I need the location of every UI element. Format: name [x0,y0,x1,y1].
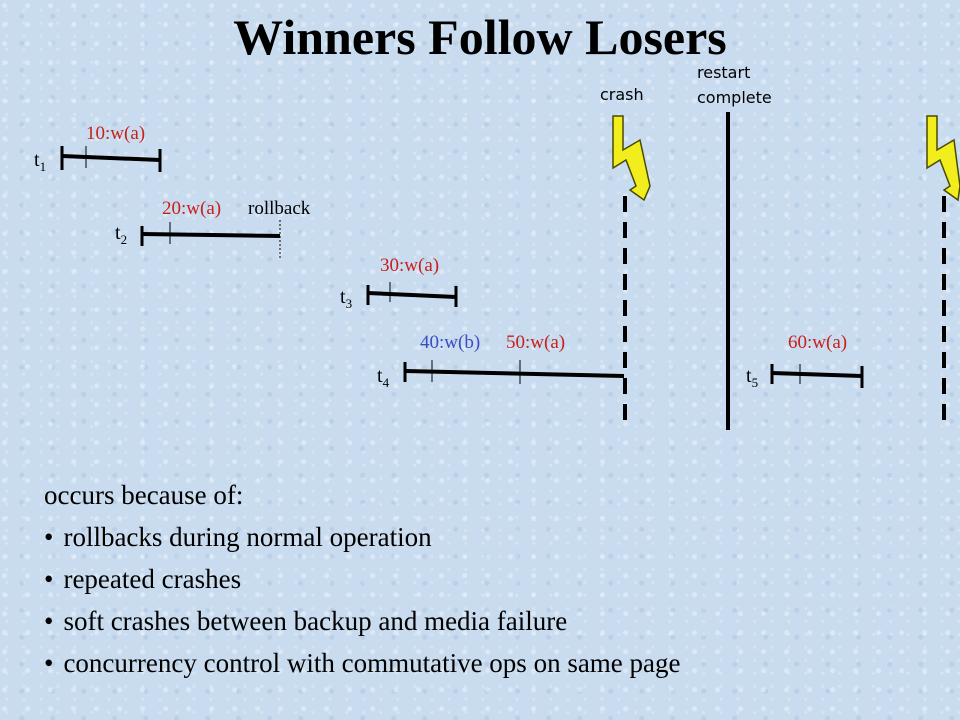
list-item: soft crashes between backup and media fa… [44,600,681,642]
rollback-label: rollback [248,198,311,219]
op-label-50: 50:w(a) [506,332,566,353]
transaction-label-t5: t5 [746,365,759,390]
transaction-t4-line [403,360,625,384]
list-item: rollbacks during normal operation [44,516,681,558]
crash-label: crash [600,85,644,104]
list-item: repeated crashes [44,558,681,600]
transaction-t3-line [366,282,458,307]
transaction-label-t2: t2 [115,222,128,247]
list-item: concurrency control with commutative ops… [44,642,680,684]
op-label-30: 30:w(a) [380,255,440,276]
complete-label: complete [697,88,772,107]
transaction-label-t4: t4 [377,365,390,390]
transaction-t5-line [770,364,864,388]
intro-text: occurs because of: [44,480,244,510]
slide-title: Winners Follow Losers [233,9,727,65]
transaction-t1-line [60,146,162,172]
restart-label: restart [697,63,751,82]
lightning-bolt-icon [926,115,960,202]
transaction-label-t3: t3 [340,286,353,311]
transaction-t2-line [140,220,281,258]
transaction-label-t1: t1 [34,149,47,174]
explanation-text: occurs because of: rollbacks during norm… [44,474,681,684]
op-label-60: 60:w(a) [788,332,848,353]
op-label-10: 10:w(a) [86,123,146,144]
lightning-bolt-icon [612,115,651,202]
reason-list: rollbacks during normal operation repeat… [44,516,681,684]
op-label-20: 20:w(a) [162,198,222,219]
timeline-diagram [60,112,960,430]
op-label-40: 40:w(b) [420,332,481,353]
